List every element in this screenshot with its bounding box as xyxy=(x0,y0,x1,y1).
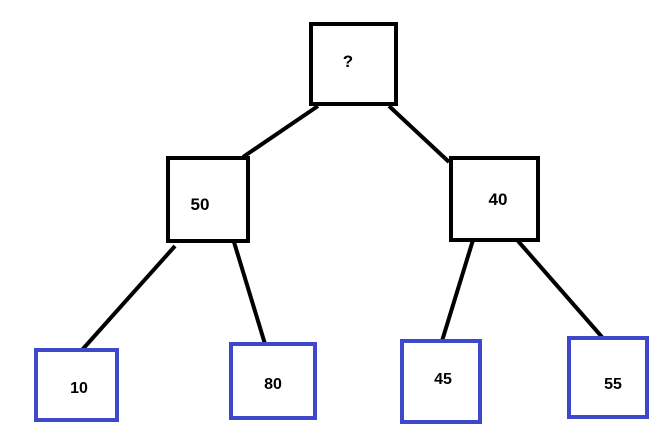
leaf-node-2-box xyxy=(229,342,317,420)
leaf-node-4-label: 55 xyxy=(604,376,622,393)
edge-root-to-left-child xyxy=(241,104,320,159)
edge-right-child-to-leaf-55 xyxy=(516,239,604,339)
leaf-node-3-box xyxy=(400,339,482,424)
internal-node-left-box xyxy=(166,156,250,243)
leaf-node-4-box xyxy=(567,336,649,419)
leaf-node-4: 55 xyxy=(567,336,649,419)
internal-node-left-label: 50 xyxy=(191,195,210,214)
edge-left-child-to-leaf-10 xyxy=(80,244,177,352)
tree-edges xyxy=(80,104,604,352)
leaf-node-2-label: 80 xyxy=(264,376,282,393)
internal-node-right-label: 40 xyxy=(489,190,508,209)
leaf-node-1-box xyxy=(34,348,119,422)
root-node-label: ? xyxy=(343,52,353,71)
internal-node-left: 50 xyxy=(166,156,250,243)
leaf-node-2: 80 xyxy=(229,342,317,420)
internal-node-right-box xyxy=(449,156,540,242)
leaf-node-1-label: 10 xyxy=(70,380,88,397)
leaf-node-3-label: 45 xyxy=(434,371,452,388)
internal-node-right: 40 xyxy=(449,156,540,242)
root-node-box xyxy=(309,22,398,106)
leaf-node-3: 45 xyxy=(400,339,482,424)
leaf-node-1: 10 xyxy=(34,348,119,422)
root-node: ? xyxy=(309,22,398,106)
edge-root-to-right-child xyxy=(387,104,451,164)
edge-left-child-to-leaf-80 xyxy=(232,241,267,345)
edge-right-child-to-leaf-45 xyxy=(440,239,475,342)
